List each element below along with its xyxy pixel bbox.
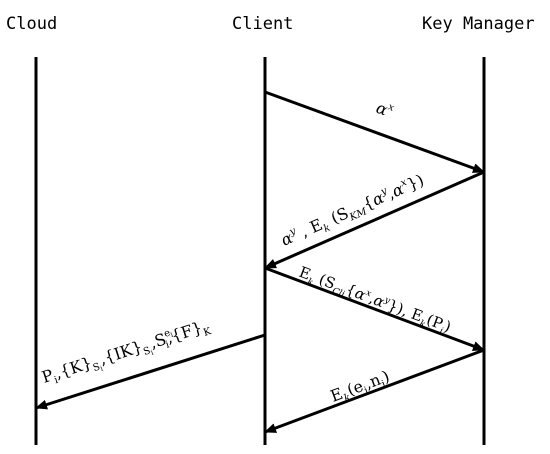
participant-key-manager: Key Manager — [422, 14, 535, 34]
arrow-km-to-client-2 — [264, 348, 485, 434]
svg-text:αy , Ek (SKM{αy,αx}): αy , Ek (SKM{αy,αx}) — [278, 170, 428, 252]
participant-cloud: Cloud — [6, 14, 58, 34]
arrow-km-to-client-1 — [264, 170, 485, 270]
message-label-2: αy , Ek (SKM{αy,αx}) — [278, 170, 428, 252]
participant-client: Client — [232, 14, 294, 34]
svg-text:Ek (SCli{αx,αy}), Ek(Pi): Ek (SCli{αx,αy}), Ek(Pi) — [296, 263, 454, 339]
message-label-3: Ek (SCli{αx,αy}), Ek(Pi) — [296, 263, 454, 339]
arrow-client-to-km-2 — [264, 266, 485, 352]
message-label-1: αx — [374, 98, 396, 122]
arrow-client-to-km-1 — [264, 90, 485, 174]
arrow-client-to-cloud — [35, 333, 266, 410]
message-label-4: Ek(ei,ni) — [328, 366, 393, 408]
svg-text:Ek(ei,ni): Ek(ei,ni) — [328, 366, 393, 408]
svg-text:αx: αx — [374, 98, 396, 122]
